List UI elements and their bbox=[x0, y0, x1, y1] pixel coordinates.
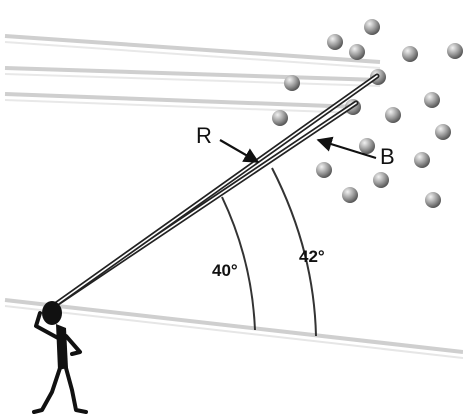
sunlight-rays bbox=[5, 36, 380, 113]
label-angle-40: 40° bbox=[212, 261, 238, 280]
observer-arm bbox=[66, 336, 80, 354]
observer-figure bbox=[34, 301, 86, 412]
droplet bbox=[342, 187, 358, 203]
observer-body bbox=[56, 324, 68, 370]
droplet bbox=[447, 43, 463, 59]
label-angle-42: 42° bbox=[299, 247, 325, 266]
droplet bbox=[327, 34, 343, 50]
sunlight-ray-1-edge bbox=[5, 42, 380, 68]
droplet bbox=[385, 107, 401, 123]
droplet bbox=[425, 192, 441, 208]
droplet bbox=[349, 44, 365, 60]
droplet bbox=[414, 152, 430, 168]
droplet bbox=[424, 92, 440, 108]
sunlight-ray-1 bbox=[5, 36, 380, 62]
droplet bbox=[402, 46, 418, 62]
droplet bbox=[272, 110, 288, 126]
droplet bbox=[373, 172, 389, 188]
sunlight-ray-3 bbox=[5, 94, 358, 107]
observer-head bbox=[42, 301, 62, 325]
droplet bbox=[359, 138, 375, 154]
observer-leg-left bbox=[34, 368, 60, 412]
label-r: R bbox=[196, 123, 212, 148]
ground-line-edge bbox=[5, 306, 463, 358]
droplet bbox=[364, 19, 380, 35]
observer-leg-right bbox=[66, 368, 86, 412]
sunlight-ray-2 bbox=[5, 68, 380, 80]
droplet bbox=[284, 75, 300, 91]
pointer-arrow-r bbox=[220, 140, 258, 162]
droplet bbox=[316, 162, 332, 178]
label-b: B bbox=[380, 144, 395, 169]
water-droplets bbox=[272, 19, 463, 208]
droplet bbox=[435, 124, 451, 140]
